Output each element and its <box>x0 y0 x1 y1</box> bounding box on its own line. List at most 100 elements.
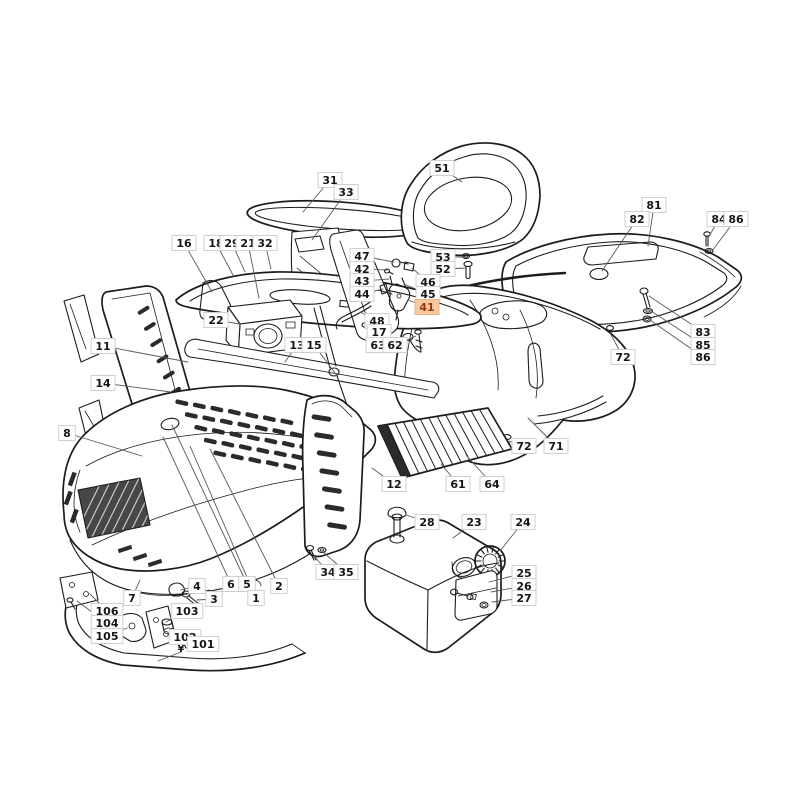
side-panel-vent-slots <box>311 414 347 530</box>
diagram-marker: ¥ <box>178 644 185 655</box>
svg-text:42: 42 <box>354 263 369 276</box>
part-label-44[interactable]: 44 <box>349 286 375 302</box>
part-label-61[interactable]: 61 <box>445 476 471 492</box>
svg-text:53: 53 <box>435 251 450 264</box>
bumper-drawing <box>64 585 306 672</box>
part-label-14[interactable]: 14 <box>90 375 116 391</box>
svg-text:23: 23 <box>466 516 481 529</box>
svg-text:26: 26 <box>516 580 532 593</box>
leader-line <box>189 445 257 599</box>
leader-line <box>66 432 143 457</box>
svg-text:17: 17 <box>371 326 386 339</box>
part-label-24[interactable]: 24 <box>510 514 536 530</box>
part-label-35[interactable]: 35 <box>333 564 359 580</box>
part-label-11[interactable]: 11 <box>90 338 116 354</box>
part-label-22[interactable]: 22 <box>203 312 229 328</box>
part-label-72[interactable]: 72 <box>610 349 636 365</box>
part-label-5[interactable]: 5 <box>238 576 256 592</box>
part-label-16[interactable]: 16 <box>171 235 197 251</box>
part-label-101[interactable]: 101 <box>186 636 220 652</box>
svg-text:86: 86 <box>695 351 711 364</box>
part-label-3[interactable]: 3 <box>205 591 223 607</box>
part-label-33[interactable]: 33 <box>333 184 359 200</box>
part-label-71[interactable]: 71 <box>543 438 569 454</box>
svg-text:44: 44 <box>354 288 370 301</box>
part-label-43[interactable]: 43 <box>349 273 375 289</box>
svg-text:2: 2 <box>275 580 283 593</box>
leader-line <box>247 242 260 299</box>
part-label-31[interactable]: 31 <box>317 172 343 188</box>
svg-text:83: 83 <box>695 326 710 339</box>
part-label-64[interactable]: 64 <box>479 476 505 492</box>
part-label-8[interactable]: 8 <box>58 425 76 441</box>
part-label-53[interactable]: 53 <box>430 249 456 265</box>
svg-text:35: 35 <box>338 566 353 579</box>
svg-text:62: 62 <box>387 339 402 352</box>
part-label-85[interactable]: 85 <box>690 337 716 353</box>
svg-text:63: 63 <box>370 339 385 352</box>
part-label-1[interactable]: 1 <box>247 590 265 606</box>
part-label-46[interactable]: 46 <box>415 274 441 290</box>
svg-text:16: 16 <box>176 237 192 250</box>
svg-text:1: 1 <box>252 592 260 605</box>
part-label-41-selected[interactable]: 41 <box>414 299 440 315</box>
part-label-27[interactable]: 27 <box>511 590 537 606</box>
svg-text:106: 106 <box>96 605 119 618</box>
svg-text:105: 105 <box>96 630 119 643</box>
part-label-86[interactable]: 86 <box>690 349 716 365</box>
part-label-2[interactable]: 2 <box>270 578 288 594</box>
svg-text:33: 33 <box>338 186 353 199</box>
part-label-72[interactable]: 72 <box>511 438 537 454</box>
svg-text:43: 43 <box>354 275 369 288</box>
bolt-set-83-85-86 <box>639 287 654 323</box>
part-label-28[interactable]: 28 <box>414 514 440 530</box>
svg-text:15: 15 <box>306 339 321 352</box>
part-label-82[interactable]: 82 <box>624 211 650 227</box>
part-label-4[interactable]: 4 <box>188 578 206 594</box>
svg-text:85: 85 <box>695 339 710 352</box>
dash-tray-drawing <box>184 338 440 399</box>
svg-text:72: 72 <box>516 440 531 453</box>
seat-bolt-52-53 <box>461 252 473 280</box>
part-label-81[interactable]: 81 <box>641 197 667 213</box>
part-label-26[interactable]: 26 <box>511 578 537 594</box>
leader-line <box>209 448 280 587</box>
part-label-7[interactable]: 7 <box>123 590 141 606</box>
part-label-6[interactable]: 6 <box>222 576 240 592</box>
part-label-86[interactable]: 86 <box>723 211 749 227</box>
part-label-105[interactable]: 105 <box>90 628 124 644</box>
part-label-47[interactable]: 47 <box>349 248 375 264</box>
cap-62-63-drawing <box>402 329 423 353</box>
part-label-12[interactable]: 12 <box>381 476 407 492</box>
part-label-23[interactable]: 23 <box>461 514 487 530</box>
svg-text:4: 4 <box>193 580 201 593</box>
part-label-17[interactable]: 17 <box>366 324 392 340</box>
svg-text:31: 31 <box>322 174 337 187</box>
part-label-51[interactable]: 51 <box>429 160 455 176</box>
part-label-62[interactable]: 62 <box>382 337 408 353</box>
part-label-103[interactable]: 103 <box>170 603 204 619</box>
svg-text:86: 86 <box>728 213 744 226</box>
footrest-mat-drawing <box>377 407 513 479</box>
svg-text:104: 104 <box>96 617 119 630</box>
svg-text:47: 47 <box>354 250 369 263</box>
svg-text:12: 12 <box>386 478 401 491</box>
part-label-45[interactable]: 45 <box>415 286 441 302</box>
svg-text:46: 46 <box>420 276 436 289</box>
part-label-104[interactable]: 104 <box>90 615 124 631</box>
rear-plate-hole <box>589 267 609 281</box>
mounting-screw-84-86 <box>703 231 714 254</box>
svg-text:22: 22 <box>208 314 223 327</box>
leader-line <box>157 651 182 662</box>
part-label-32[interactable]: 32 <box>252 235 278 251</box>
part-label-25[interactable]: 25 <box>511 565 537 581</box>
part-label-15[interactable]: 15 <box>301 337 327 353</box>
part-label-83[interactable]: 83 <box>690 324 716 340</box>
svg-text:6: 6 <box>227 578 235 591</box>
instrument-panel-drawing <box>225 299 303 357</box>
svg-text:72: 72 <box>615 351 630 364</box>
svg-text:25: 25 <box>516 567 531 580</box>
svg-text:64: 64 <box>484 478 500 491</box>
part-label-52[interactable]: 52 <box>430 261 456 277</box>
